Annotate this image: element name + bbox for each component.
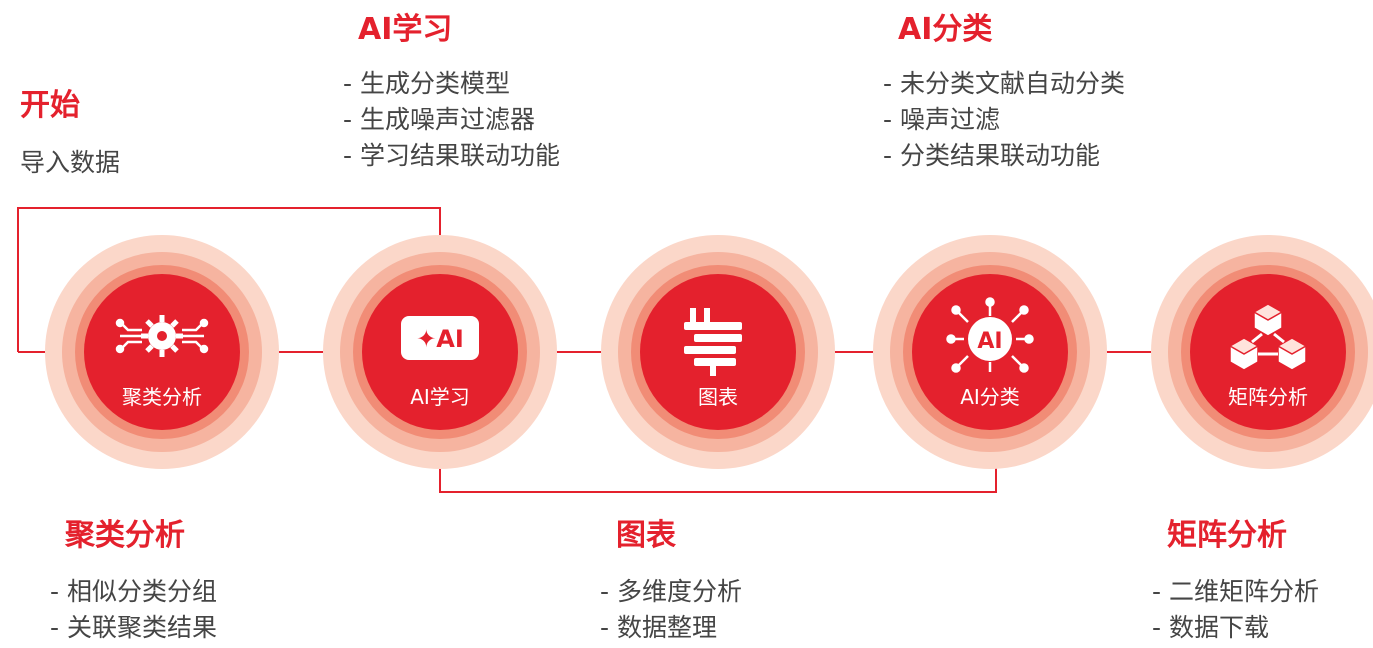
node-label-chart: 图表 xyxy=(698,385,738,409)
node-matrix[interactable]: 矩阵分析 xyxy=(1151,235,1373,469)
ai-chip-icon xyxy=(946,297,1034,373)
ai-classification-item: - 噪声过滤 xyxy=(883,105,1000,134)
connector-ailearning-to-aiclass xyxy=(439,446,996,493)
ai-learning-title: AI学习 xyxy=(358,12,453,47)
ai-classification-item: - 未分类文献自动分类 xyxy=(883,69,1125,98)
ai-learning-list: - 生成分类模型 - 生成噪声过滤器 - 学习结果联动功能 xyxy=(343,66,560,174)
start-title: 开始 xyxy=(20,88,80,123)
node-ai-learning[interactable]: ✦AI AI学习 xyxy=(323,235,557,469)
chart-item: - 数据整理 xyxy=(600,613,717,642)
node-ai-classification[interactable]: AI AI分类 xyxy=(873,235,1107,469)
ai-badge-text: ✦AI xyxy=(416,325,464,353)
matrix-item: - 二维矩阵分析 xyxy=(1152,577,1319,606)
ai-classification-list: - 未分类文献自动分类 - 噪声过滤 - 分类结果联动功能 xyxy=(883,66,1125,174)
ai-classification-title: AI分类 xyxy=(898,12,993,47)
matrix-item: - 数据下载 xyxy=(1152,613,1269,642)
clustering-title: 聚类分析 xyxy=(65,518,185,553)
clustering-item: - 相似分类分组 xyxy=(50,577,217,606)
gear-network-icon xyxy=(115,315,209,357)
chart-title: 图表 xyxy=(616,518,676,553)
node-clustering[interactable]: 聚类分析 xyxy=(45,235,279,469)
clustering-item: - 关联聚类结果 xyxy=(50,613,217,642)
chart-list: - 多维度分析 - 数据整理 xyxy=(600,574,742,646)
node-label-matrix: 矩阵分析 xyxy=(1228,385,1308,409)
ai-badge-icon: ✦AI xyxy=(401,316,479,360)
node-label-ai-classification: AI分类 xyxy=(960,385,1020,409)
start-text: 导入数据 xyxy=(20,148,121,177)
matrix-title: 矩阵分析 xyxy=(1167,518,1287,553)
ai-classification-item: - 分类结果联动功能 xyxy=(883,141,1100,170)
cubes-icon xyxy=(1228,303,1308,371)
chart-bars-icon xyxy=(684,308,742,376)
ai-learning-item: - 生成分类模型 xyxy=(343,69,510,98)
matrix-list: - 二维矩阵分析 - 数据下载 xyxy=(1152,574,1319,646)
node-label-ai-learning: AI学习 xyxy=(410,385,470,409)
ai-chip-text: AI xyxy=(977,329,1002,354)
node-chart[interactable]: 图表 xyxy=(601,235,835,469)
ai-learning-item: - 生成噪声过滤器 xyxy=(343,105,535,134)
chart-item: - 多维度分析 xyxy=(600,577,742,606)
node-label-clustering: 聚类分析 xyxy=(122,385,202,409)
clustering-list: - 相似分类分组 - 关联聚类结果 xyxy=(50,574,217,646)
ai-learning-item: - 学习结果联动功能 xyxy=(343,141,560,170)
